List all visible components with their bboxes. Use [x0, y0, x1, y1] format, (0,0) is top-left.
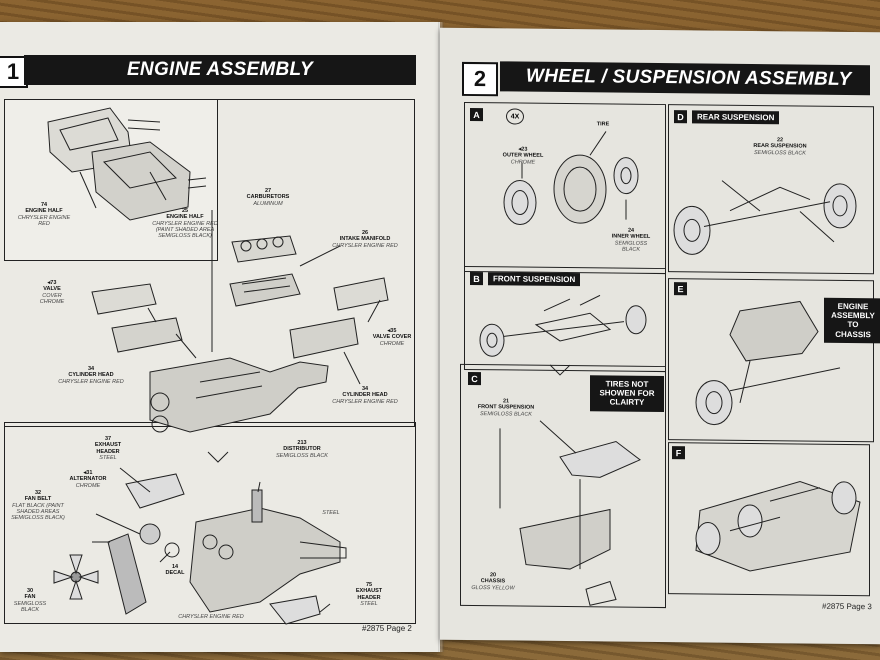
- part-number: 30: [26, 588, 34, 594]
- part-number: 14: [171, 564, 179, 570]
- part-name: VALVE: [43, 286, 61, 293]
- part-label-exhaust-header-37: 37 EXHAUST HEADER STEEL: [88, 436, 128, 461]
- part-number: 21: [502, 398, 510, 405]
- part-finish: CHRYSLER ENGINE RED: [58, 378, 124, 385]
- note-steel: STEEL: [322, 510, 340, 516]
- part-label-decal: 14 DECAL: [160, 564, 190, 577]
- part-label-valve-cover-35: ◂35 VALVE COVER CHROME: [370, 328, 414, 347]
- part-number: 27: [264, 188, 272, 194]
- part-number: 213: [297, 440, 307, 446]
- part-name: ALTERNATOR: [69, 476, 107, 483]
- part-finish: SEMIGLOSS BLACK: [480, 410, 532, 418]
- part-finish: FLAT BLACK (PAINT SHADED AREAS SEMIGLOSS…: [11, 502, 65, 522]
- part-number: ◂73: [47, 280, 57, 286]
- part-number: ◂35: [387, 328, 397, 334]
- part-name: FRONT SUSPENSION: [477, 404, 535, 411]
- part-finish: CHRYSLER ENGINE RED: [17, 214, 71, 227]
- part-label-engine-half-25: 25 ENGINE HALF CHRYSLER ENGINE RED (PAIN…: [150, 208, 220, 240]
- part-name: ENGINE HALF: [166, 214, 204, 221]
- part-name: VALVE COVER: [372, 334, 412, 341]
- part-finish: SEMIGLOSS BLACK: [276, 452, 328, 459]
- part-label-fan: 30 FAN SEMIGLOSS BLACK: [10, 588, 50, 613]
- part-number: 22: [776, 137, 784, 144]
- part-number: 26: [361, 230, 369, 236]
- part-number: 20: [489, 572, 497, 579]
- label-tire: TIRE: [596, 121, 610, 128]
- part-name: CHASSIS: [480, 578, 506, 585]
- part-number: 34: [361, 386, 369, 392]
- page-number-left: #2875 Page 2: [362, 624, 412, 633]
- part-finish: CHROME: [75, 482, 101, 489]
- part-label-distributor: 213 DISTRIBUTOR SEMIGLOSS BLACK: [272, 440, 332, 459]
- part-name: INTAKE MANIFOLD: [339, 236, 391, 243]
- part-number: 34: [87, 366, 95, 372]
- note-engine-red: CHRYSLER ENGINE RED: [178, 614, 244, 620]
- part-name: DISTRIBUTOR: [283, 446, 321, 453]
- part-label-engine-half-74: 74 ENGINE HALF CHRYSLER ENGINE RED: [14, 202, 74, 227]
- part-finish: CHRYSLER ENGINE RED: [332, 242, 398, 249]
- part-finish: ALUMINUM: [253, 200, 283, 207]
- label-inner-wheel: 24 INNER WHEEL SEMIGLOSS BLACK: [606, 227, 656, 253]
- part-finish: SEMIGLOSS BLACK: [614, 240, 648, 253]
- part-finish: CHROME: [379, 340, 405, 347]
- part-label-cylinder-head-right: 34 CYLINDER HEAD CHRYSLER ENGINE RED: [330, 386, 400, 405]
- part-name: EXHAUST HEADER: [355, 588, 383, 601]
- page-number-right: #2875 Page 3: [822, 601, 872, 612]
- engine-illustration: [47, 107, 389, 625]
- label-front-suspension: 21 FRONT SUSPENSION SEMIGLOSS BLACK: [474, 398, 538, 418]
- part-name: CYLINDER HEAD: [68, 372, 114, 379]
- part-name: EXHAUST HEADER: [94, 442, 122, 455]
- part-finish: STEEL: [99, 454, 117, 461]
- part-number: 24: [627, 227, 635, 234]
- part-number: 25: [181, 208, 189, 214]
- part-name: INNER WHEEL: [611, 233, 651, 241]
- instruction-page-left: 1 ENGINE ASSEMBLY: [0, 22, 440, 652]
- part-label-fan-belt: 32 FAN BELT FLAT BLACK (PAINT SHADED ARE…: [6, 490, 70, 522]
- part-name: ENGINE HALF: [25, 208, 63, 215]
- part-finish: COVER CHROME: [39, 292, 65, 305]
- part-finish: GLOSS YELLOW: [471, 584, 515, 592]
- part-label-exhaust-header-75: 75 EXHAUST HEADER STEEL: [344, 582, 394, 607]
- part-name: OUTER WHEEL: [502, 152, 544, 160]
- part-finish: SEMIGLOSS BLACK: [754, 149, 806, 157]
- part-name: CARBURETORS: [246, 194, 290, 201]
- part-label-alternator: ◂31 ALTERNATOR CHROME: [64, 470, 112, 489]
- suspension-illustration: [479, 131, 861, 606]
- part-name: CYLINDER HEAD: [342, 392, 388, 399]
- part-name: REAR SUSPENSION: [753, 143, 807, 150]
- part-finish: CHROME: [510, 159, 536, 166]
- part-finish: CHRYSLER ENGINE RED (PAINT SHADED AREA S…: [152, 220, 218, 240]
- part-name: FAN: [24, 594, 36, 601]
- part-number: ◂23: [518, 146, 528, 153]
- part-label-carburetors: 27 CARBURETORS ALUMINUM: [238, 188, 298, 207]
- part-name: DECAL: [165, 570, 185, 577]
- label-rear-suspension: 22 REAR SUSPENSION SEMIGLOSS BLACK: [750, 137, 810, 157]
- part-finish: STEEL: [360, 600, 378, 607]
- label-chassis: 20 CHASSIS GLOSS YELLOW: [468, 572, 518, 591]
- part-finish: CHRYSLER ENGINE RED: [332, 398, 398, 405]
- part-label-intake-manifold: 26 INTAKE MANIFOLD CHRYSLER ENGINE RED: [330, 230, 400, 249]
- label-outer-wheel: ◂23 OUTER WHEEL CHROME: [498, 146, 548, 166]
- part-number: 75: [365, 582, 373, 588]
- part-number: 37: [104, 436, 112, 442]
- part-number: 32: [34, 490, 42, 496]
- section-title-engine: ENGINE ASSEMBLY: [24, 55, 416, 85]
- instruction-page-right: 2 WHEEL / SUSPENSION ASSEMBLY A 4X D REA…: [440, 27, 880, 645]
- part-number: ◂31: [83, 470, 93, 476]
- part-finish: SEMIGLOSS BLACK: [13, 600, 47, 613]
- part-label-valve-cover-73: ◂73 VALVE COVER CHROME: [30, 280, 74, 305]
- part-name: FAN BELT: [24, 496, 52, 503]
- part-label-cylinder-head-left: 34 CYLINDER HEAD CHRYSLER ENGINE RED: [56, 366, 126, 385]
- part-number: 74: [40, 202, 48, 208]
